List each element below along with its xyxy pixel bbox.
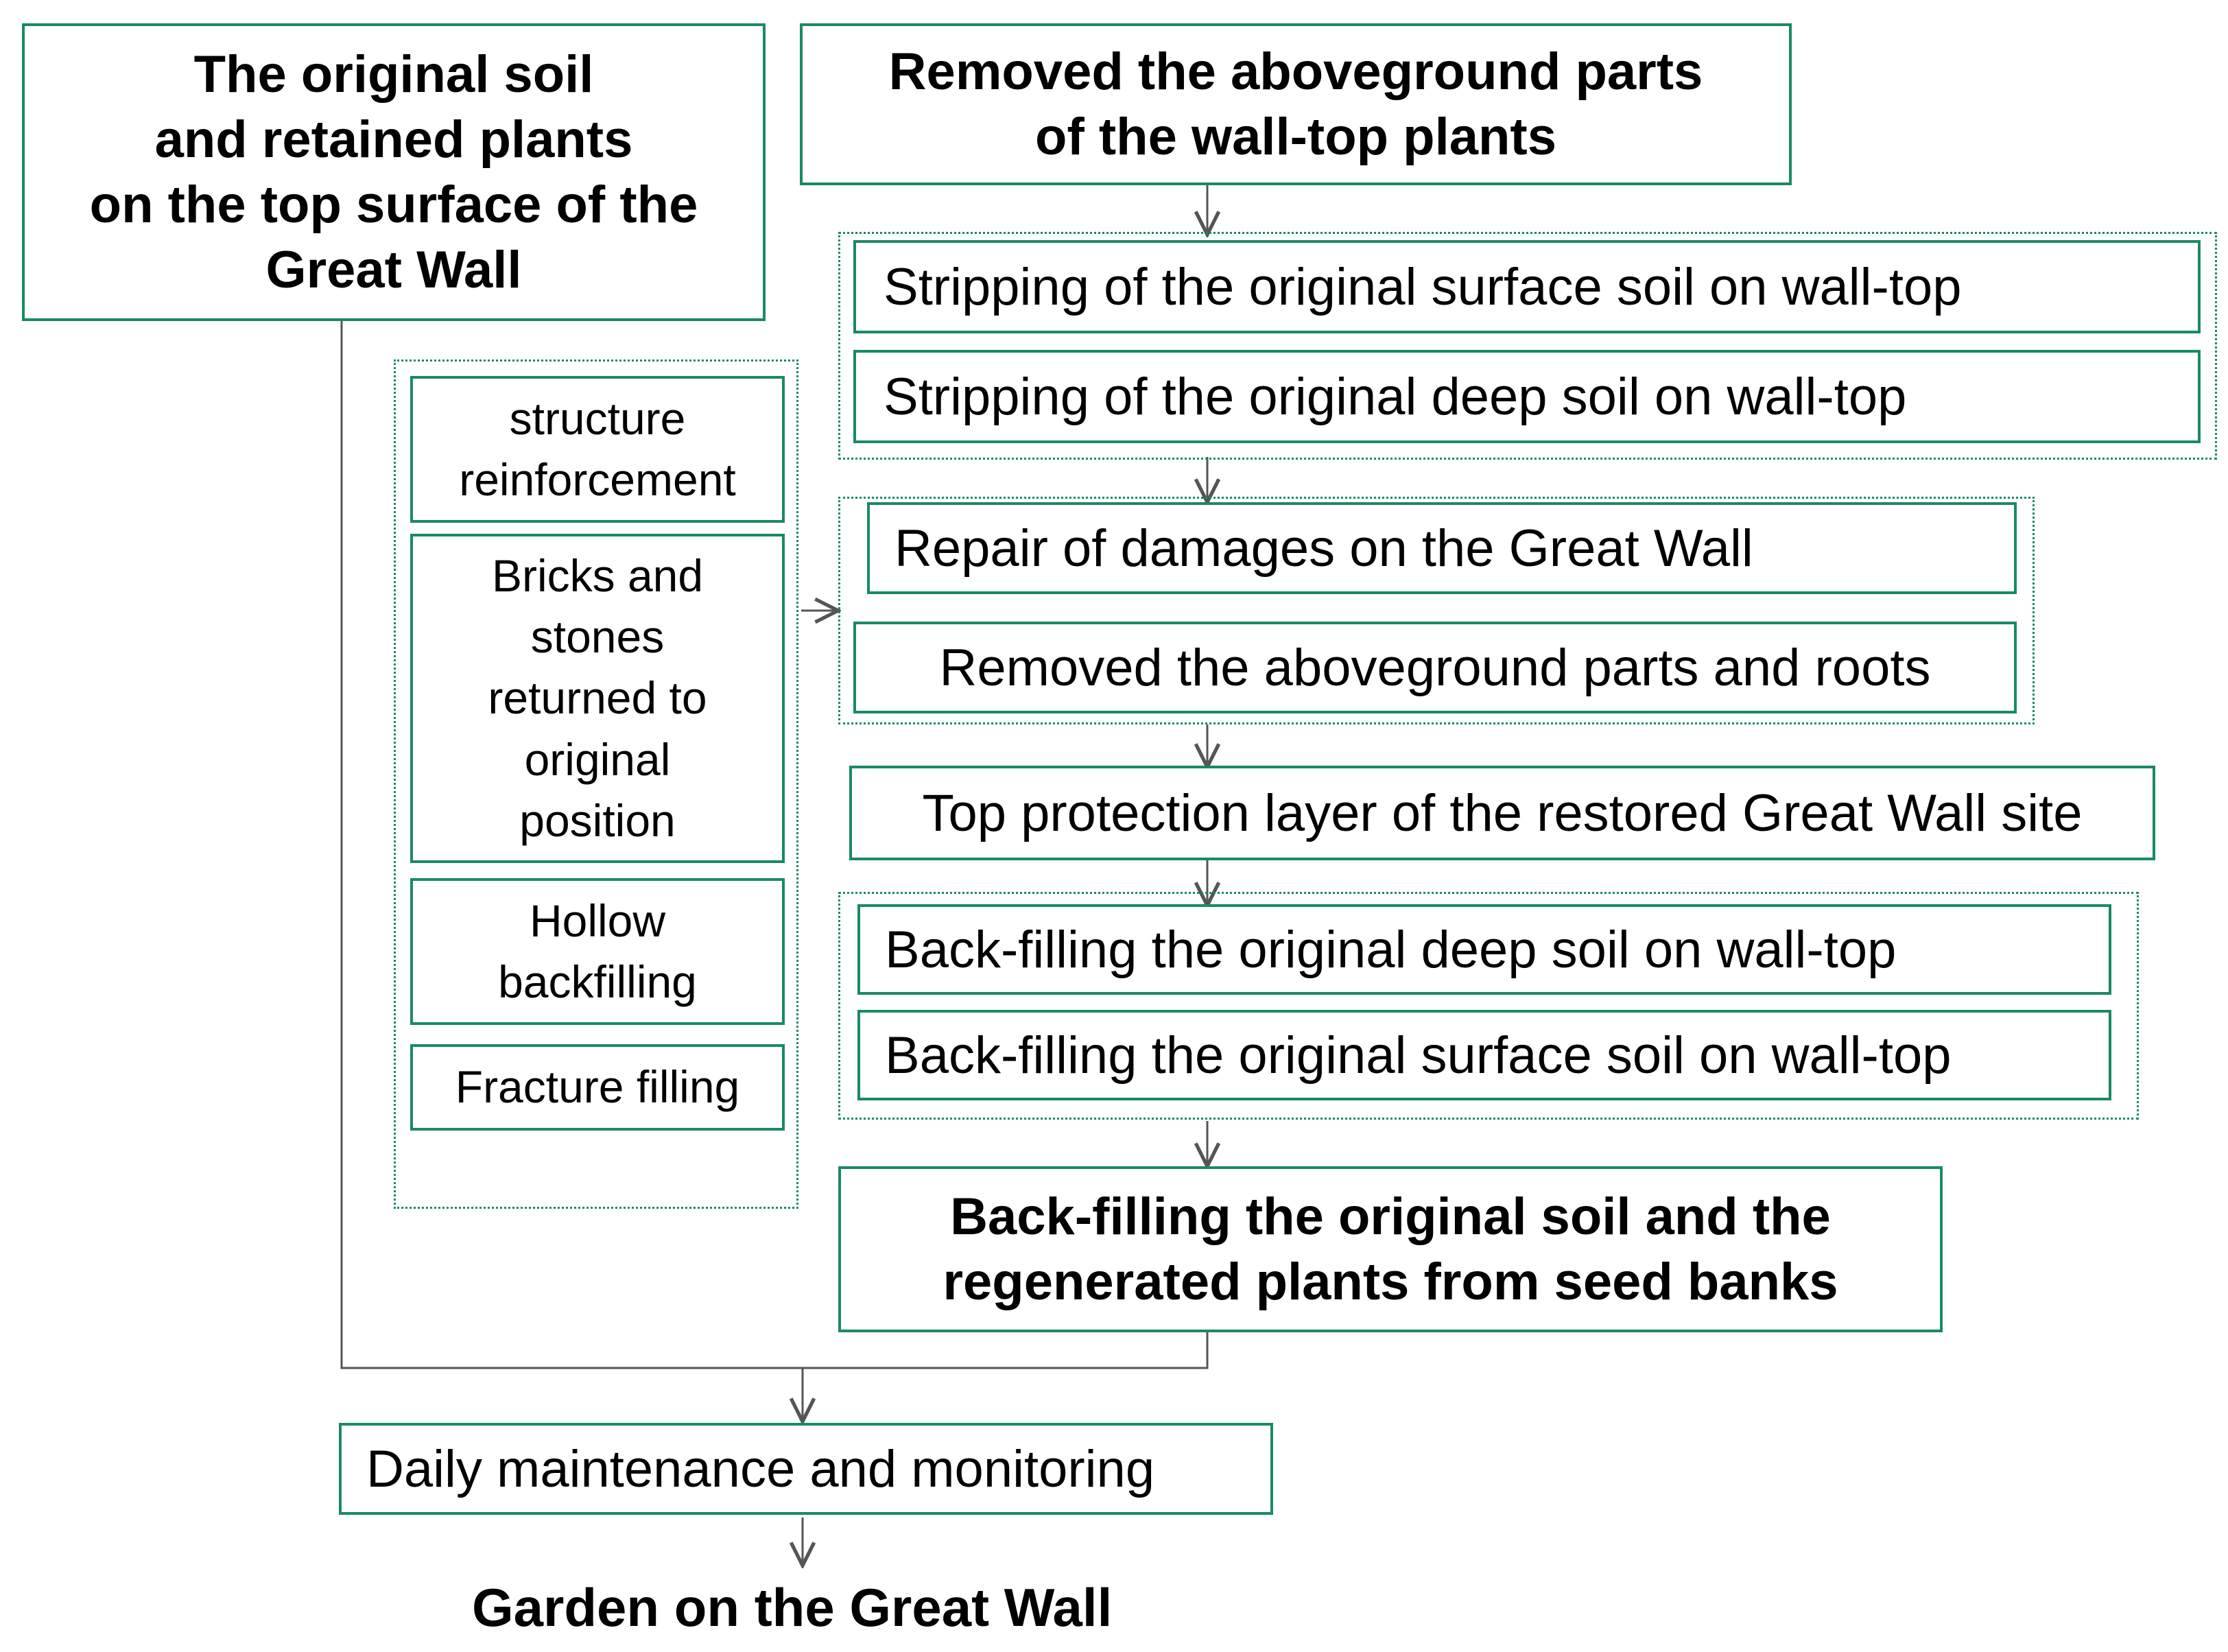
repair-group (838, 497, 2035, 724)
source-box: The original soil and retained plants on… (22, 23, 766, 321)
stripping-group (838, 232, 2217, 460)
repair-damages-box: Repair of damages on the Great Wall (867, 502, 2017, 594)
stripping-deep-text: Stripping of the original deep soil on w… (884, 367, 1907, 426)
backfill-plants-box: Back-filling the original soil and the r… (838, 1166, 1943, 1332)
backfill-plants-text: Back-filling the original soil and the r… (943, 1188, 1838, 1311)
method-text: Hollow backfilling (498, 895, 697, 1007)
remove-roots-text: Removed the aboveground parts and roots (939, 638, 1931, 697)
method-fracture-filling: Fracture filling (410, 1044, 785, 1131)
remove-aboveground-box: Removed the aboveground parts of the wal… (800, 23, 1792, 185)
repair-damages-text: Repair of damages on the Great Wall (894, 519, 1753, 578)
backfill-surface-text: Back-filling the original surface soil o… (885, 1026, 1952, 1085)
backfilling-group (838, 892, 2139, 1120)
method-text: Bricks and stones returned to original p… (488, 550, 707, 846)
maintenance-box: Daily maintenance and monitoring (339, 1423, 1273, 1515)
maintenance-text: Daily maintenance and monitoring (366, 1439, 1155, 1498)
backfill-surface-box: Back-filling the original surface soil o… (857, 1010, 2111, 1100)
method-structure-reinforcement: structure reinforcement (410, 376, 785, 523)
method-text: structure reinforcement (459, 392, 736, 505)
remove-aboveground-text: Removed the aboveground parts of the wal… (888, 43, 1703, 166)
result-text: Garden on the Great Wall (472, 1577, 1113, 1638)
stripping-surface-text: Stripping of the original surface soil o… (884, 257, 1962, 316)
line-source-to-merge (340, 321, 1209, 1369)
method-hollow-backfilling: Hollow backfilling (410, 878, 785, 1025)
method-text: Fracture filling (455, 1061, 740, 1113)
protection-layer-box: Top protection layer of the restored Gre… (849, 766, 2155, 860)
remove-roots-box: Removed the aboveground parts and roots (853, 622, 2017, 713)
protection-layer-text: Top protection layer of the restored Gre… (922, 783, 2083, 842)
backfill-deep-text: Back-filling the original deep soil on w… (885, 920, 1897, 979)
repair-methods-group (394, 359, 798, 1209)
method-bricks-stones: Bricks and stones returned to original p… (410, 534, 785, 863)
backfill-deep-box: Back-filling the original deep soil on w… (857, 904, 2111, 995)
stripping-deep-box: Stripping of the original deep soil on w… (853, 350, 2201, 443)
stripping-surface-box: Stripping of the original surface soil o… (853, 240, 2201, 333)
source-box-text: The original soil and retained plants on… (89, 45, 698, 299)
